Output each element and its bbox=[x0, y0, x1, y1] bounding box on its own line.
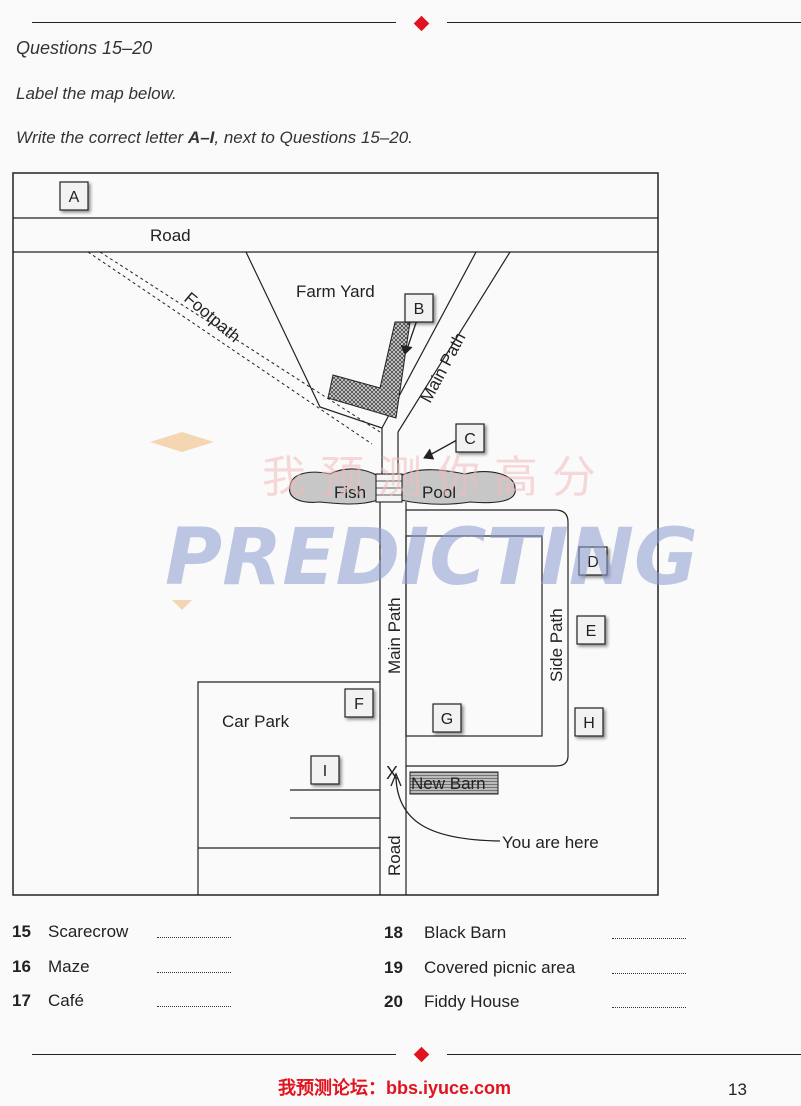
footer-site-link[interactable]: 我预测论坛：bbs.iyuce.com bbox=[278, 1078, 512, 1098]
question-15-label: Scarecrow bbox=[48, 922, 129, 941]
new-barn-shape bbox=[409, 771, 499, 795]
arrow-c bbox=[427, 439, 458, 457]
letter-box-F bbox=[344, 688, 374, 718]
top-rule-right bbox=[447, 22, 801, 23]
letter-E: E bbox=[586, 623, 597, 640]
footpath-line-1 bbox=[87, 251, 373, 445]
you-are-here-line bbox=[395, 777, 501, 842]
letter-H: H bbox=[583, 715, 595, 732]
instruction-post: , next to Questions 15–20. bbox=[214, 128, 413, 147]
letter-D: D bbox=[587, 554, 599, 571]
instruction-pre: Write the correct letter bbox=[16, 128, 188, 147]
question-16-answer-line[interactable] bbox=[157, 972, 231, 973]
car-park-boundary bbox=[197, 681, 380, 895]
question-17-number: 17 bbox=[12, 991, 31, 1010]
question-18-answer-line[interactable] bbox=[612, 938, 686, 939]
maze-block bbox=[405, 535, 543, 737]
label-road-bottom: Road bbox=[385, 835, 404, 876]
question-15-answer-line[interactable] bbox=[157, 937, 231, 938]
letter-box-G bbox=[432, 703, 462, 733]
bottom-rule-right bbox=[447, 1054, 801, 1055]
question-20-number: 20 bbox=[384, 992, 403, 1011]
label-farm-yard: Farm Yard bbox=[296, 282, 375, 301]
fish-pool-right bbox=[399, 469, 516, 505]
letter-box-I bbox=[310, 755, 340, 785]
label-you-are-here: You are here bbox=[502, 833, 599, 852]
label-footpath: Footpath bbox=[180, 289, 244, 347]
letter-box-B bbox=[404, 293, 434, 323]
question-16-label: Maze bbox=[48, 957, 90, 976]
letter-A: A bbox=[69, 189, 80, 206]
label-new-barn: New Barn bbox=[411, 774, 486, 793]
letter-box-E bbox=[576, 615, 606, 645]
instruction-bold: A–I bbox=[187, 128, 215, 147]
letter-box-D bbox=[578, 546, 608, 576]
letter-box-C bbox=[455, 423, 485, 453]
question-20-answer-line[interactable] bbox=[612, 1007, 686, 1008]
farm-yard-boundary bbox=[245, 251, 383, 429]
question-16-number: 16 bbox=[12, 957, 31, 976]
letter-I: I bbox=[323, 763, 327, 780]
letter-B: B bbox=[414, 301, 425, 318]
question-17-answer-line[interactable] bbox=[157, 1006, 231, 1007]
label-road-top: Road bbox=[150, 226, 191, 245]
label-main-path-lower: Main Path bbox=[385, 597, 404, 674]
question-19-number: 19 bbox=[384, 958, 403, 977]
instruction-label-map: Label the map below. bbox=[16, 84, 177, 103]
label-main-path-upper: Main Path bbox=[417, 329, 470, 406]
main-path-upper-right bbox=[397, 251, 511, 433]
x-mark: X bbox=[386, 763, 398, 783]
letter-G: G bbox=[441, 711, 453, 728]
farm-barn-shape bbox=[327, 321, 411, 419]
question-19-answer-line[interactable] bbox=[612, 973, 686, 974]
label-fish: Fish bbox=[334, 483, 366, 502]
questions-title: Questions 15–20 bbox=[16, 38, 153, 58]
top-rule-left bbox=[32, 22, 396, 23]
you-are-here-arrowhead bbox=[390, 772, 402, 787]
question-17-label: Café bbox=[48, 991, 84, 1010]
letter-box-H bbox=[574, 707, 604, 737]
letter-box-A bbox=[59, 181, 89, 211]
bottom-rule-left bbox=[32, 1054, 396, 1055]
question-18-label: Black Barn bbox=[424, 923, 507, 942]
label-car-park: Car Park bbox=[222, 712, 290, 731]
instruction-write-letter: Write the correct letter A–I, next to Qu… bbox=[16, 128, 413, 148]
letter-C: C bbox=[464, 431, 476, 448]
label-pool: Pool bbox=[422, 483, 456, 502]
question-19-label: Covered picnic area bbox=[424, 958, 576, 977]
side-path-outer bbox=[406, 509, 569, 767]
question-15-number: 15 bbox=[12, 922, 31, 941]
page-number: 13 bbox=[728, 1080, 747, 1099]
question-18-number: 18 bbox=[384, 923, 403, 942]
label-side-path: Side Path bbox=[547, 608, 566, 682]
letter-F: F bbox=[354, 696, 364, 713]
question-20-label: Fiddy House bbox=[424, 992, 520, 1011]
map-frame bbox=[12, 172, 659, 896]
footpath-line-2 bbox=[99, 251, 381, 433]
